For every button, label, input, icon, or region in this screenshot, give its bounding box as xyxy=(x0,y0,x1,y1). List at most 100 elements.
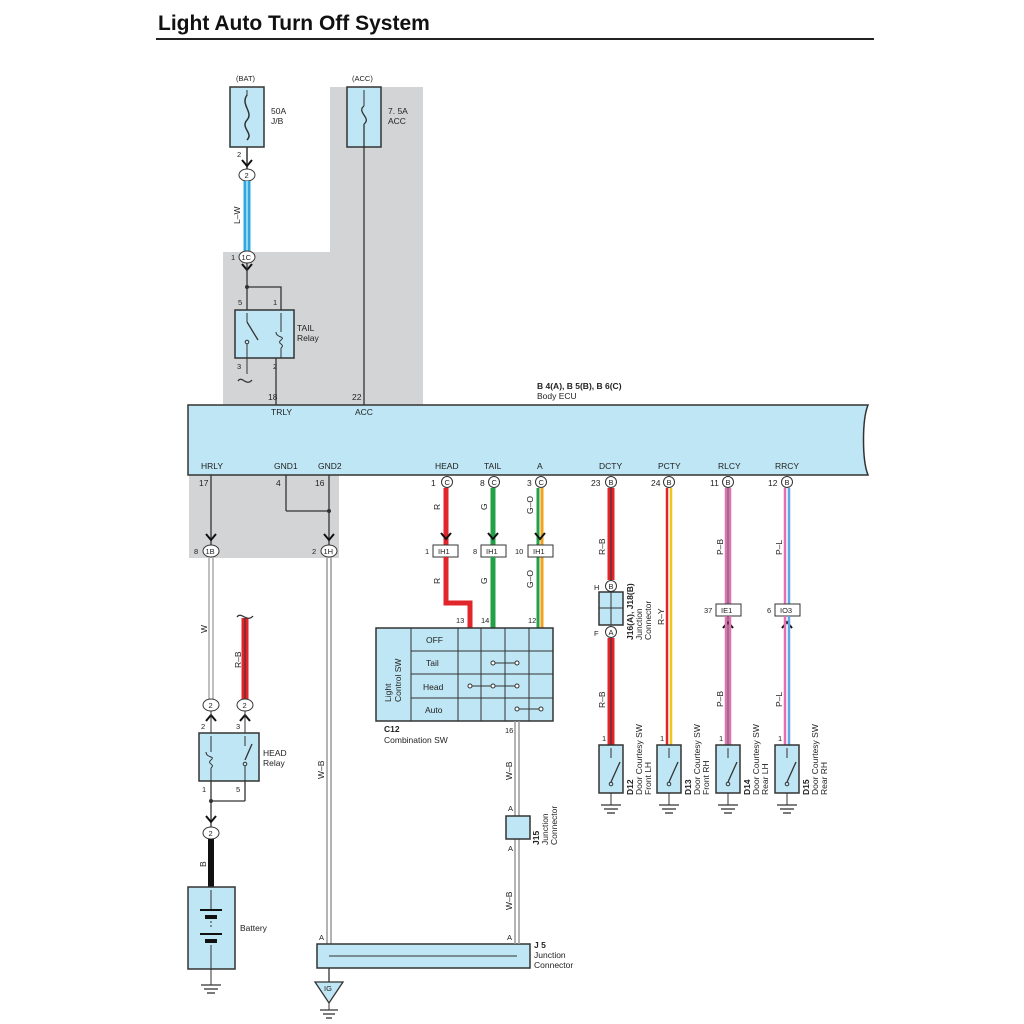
j16-pin-f: F xyxy=(594,629,599,638)
ecu-top-pin-18: 18 xyxy=(268,392,278,402)
ecu-term-gnd2: GND2 xyxy=(318,461,342,471)
svg-text:Front RH: Front RH xyxy=(701,761,711,795)
comb-name: Combination SW xyxy=(384,735,448,745)
comb-pin-16: 16 xyxy=(505,726,513,735)
ig-ground-icon xyxy=(320,1009,338,1019)
acc-fuse-name: ACC xyxy=(388,116,406,126)
head-relay-name1: HEAD xyxy=(263,748,287,758)
ecu-top-name-acc: ACC xyxy=(355,407,373,417)
svg-text:Door Courtesy SW: Door Courtesy SW xyxy=(634,724,644,795)
comb-side-label1: Light xyxy=(383,683,393,702)
head-relay-box xyxy=(198,732,260,782)
battery-connector-label: 2 xyxy=(209,829,213,838)
ecu-conn-pcty: B xyxy=(667,478,672,487)
j16-name2: Connector xyxy=(643,601,653,640)
j16-conn-b-label: B xyxy=(609,582,614,591)
j16-pin-h: H xyxy=(594,583,599,592)
tail-relay-pin-1: 1 xyxy=(273,298,277,307)
wire-label-r-b-relay: R–B xyxy=(233,651,243,668)
tail-relay-name1: TAIL xyxy=(297,323,315,333)
comb-continuity-marks xyxy=(467,660,544,712)
connector-1h-pin: 2 xyxy=(312,547,316,556)
tail-relay-connector-pin: 1 xyxy=(231,253,235,262)
acc-label: (ACC) xyxy=(352,74,373,83)
j15-name2: Connector xyxy=(549,806,559,845)
ecu-term-dcty: DCTY xyxy=(599,461,622,471)
comb-pin-14: 14 xyxy=(481,616,489,625)
head-relay-pin-1: 1 xyxy=(202,785,206,794)
battery-name: Battery xyxy=(240,923,268,933)
wire-label-r-b-dcty-top: R–B xyxy=(597,538,607,555)
j15-junction-box xyxy=(505,815,531,840)
connector-1h-label: 1H xyxy=(324,547,334,556)
comb-row-head: Head xyxy=(423,682,444,692)
wire-label-g-top: G xyxy=(479,503,489,510)
wire-label-g-bottom: G xyxy=(479,577,489,584)
j16-conn-a xyxy=(605,626,617,638)
ecu-term-rlcy: RLCY xyxy=(718,461,741,471)
ih1-a-connector xyxy=(527,544,554,558)
wire-label-w: W xyxy=(199,625,209,633)
comb-pin-12: 12 xyxy=(528,616,536,625)
ecu-pin-23: 23 xyxy=(591,478,601,488)
ecu-pin-17: 17 xyxy=(199,478,209,488)
ecu-conn-rrcy: B xyxy=(785,478,790,487)
head-relay-name2: Relay xyxy=(263,758,285,768)
svg-text:Rear RH: Rear RH xyxy=(819,762,829,795)
acc-fuse-symbol xyxy=(361,105,367,125)
j5-name2: Connector xyxy=(534,960,573,970)
door-switch-d12: 1 D12 Door Courtesy SW Front LH xyxy=(598,724,653,814)
bat-connector-label: 2 xyxy=(245,171,249,180)
connector-1h xyxy=(320,544,338,558)
wire-label-g-o-bottom: G–O xyxy=(525,570,535,588)
bat-fuse-location: J/B xyxy=(271,116,284,126)
head-relay-contact xyxy=(244,743,253,761)
svg-text:Door Courtesy SW: Door Courtesy SW xyxy=(810,724,820,795)
wire-label-p-b-bot: P–B xyxy=(715,691,725,707)
head-relay-connector-right-label: 2 xyxy=(243,701,247,710)
ecu-conn-tail: C xyxy=(492,478,498,487)
ecu-term-rrcy: RRCY xyxy=(775,461,799,471)
connector-1b xyxy=(202,544,220,558)
head-relay-wire-break xyxy=(236,614,254,619)
bat-fuse-symbol xyxy=(244,94,250,141)
ecu-pin-12: 12 xyxy=(768,478,778,488)
j5-pin-left: A xyxy=(319,933,324,942)
ecu-term-pcty: PCTY xyxy=(658,461,681,471)
ih1-tail-label: IH1 xyxy=(486,547,498,556)
door-switch-d13: 1 D13 Door Courtesy SW Front RH xyxy=(656,724,711,814)
wire-label-p-b-top: P–B xyxy=(715,539,725,555)
ig-label: IG xyxy=(324,984,332,993)
j5-code: J 5 xyxy=(534,940,546,950)
wire-label-p-l-top: P–L xyxy=(774,540,784,555)
ecu-top-pin-22: 22 xyxy=(352,392,362,402)
acc-fuse-rating: 7. 5A xyxy=(388,106,408,116)
wire-label-w-b-j15: W–B xyxy=(504,891,514,910)
bat-fuse-rating: 50A xyxy=(271,106,286,116)
j16-code: J16(A), J18(B) xyxy=(625,583,635,640)
bat-label: (BAT) xyxy=(236,74,256,83)
door-switch-d15: 1 D15 Door Courtesy SW Rear RH xyxy=(774,724,829,814)
ecu-connector-letters: C C C B B B B xyxy=(441,476,793,488)
battery-ground-icon xyxy=(201,984,221,994)
ih1-a-pin: 10 xyxy=(515,547,523,556)
comb-row-tail: Tail xyxy=(426,658,439,668)
ig-ground-triangle xyxy=(313,981,345,1005)
wire-label-p-l-bot: P–L xyxy=(774,692,784,707)
svg-text:1: 1 xyxy=(602,734,606,743)
svg-text:Front LH: Front LH xyxy=(643,762,653,795)
tail-relay-pin-2: 2 xyxy=(273,362,277,371)
svg-text:Door Courtesy SW: Door Courtesy SW xyxy=(751,724,761,795)
wire-label-r-bottom: R xyxy=(432,578,442,584)
j5-pin-right: A xyxy=(507,933,512,942)
svg-text:1: 1 xyxy=(719,734,723,743)
comb-code: C12 xyxy=(384,724,400,734)
io3-pin: 6 xyxy=(767,606,771,615)
wire-r-bottom xyxy=(443,557,473,628)
svg-text:D12: D12 xyxy=(625,779,635,795)
wire-label-r-b-dcty-bot: R–B xyxy=(597,691,607,708)
ih1-a-label: IH1 xyxy=(533,547,545,556)
ecu-conn-head: C xyxy=(445,478,451,487)
ecu-term-gnd1: GND1 xyxy=(274,461,298,471)
ground-shade xyxy=(189,475,339,558)
